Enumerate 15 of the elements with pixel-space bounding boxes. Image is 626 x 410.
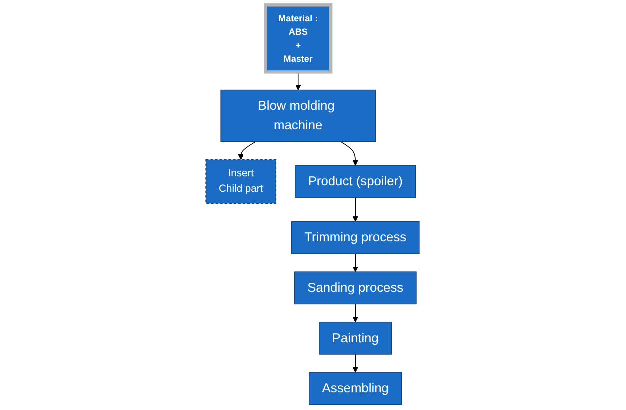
node-box: Insert Child part — [206, 159, 277, 204]
arrow — [352, 254, 359, 272]
node-box: Blow molding machine — [220, 90, 376, 142]
arrow — [340, 141, 359, 166]
node-box: Material : ABS + Master — [264, 4, 333, 74]
arrow — [352, 304, 359, 323]
arrow — [238, 141, 257, 160]
arrow — [352, 198, 359, 222]
node-box: Trimming process — [292, 221, 420, 254]
arrow — [296, 72, 302, 91]
node-box: Assembling — [309, 372, 402, 406]
node-box: Product (spoiler) — [295, 165, 416, 198]
arrow — [352, 354, 359, 373]
node-box: Painting — [319, 322, 392, 355]
node-box: Sanding process — [294, 272, 418, 305]
